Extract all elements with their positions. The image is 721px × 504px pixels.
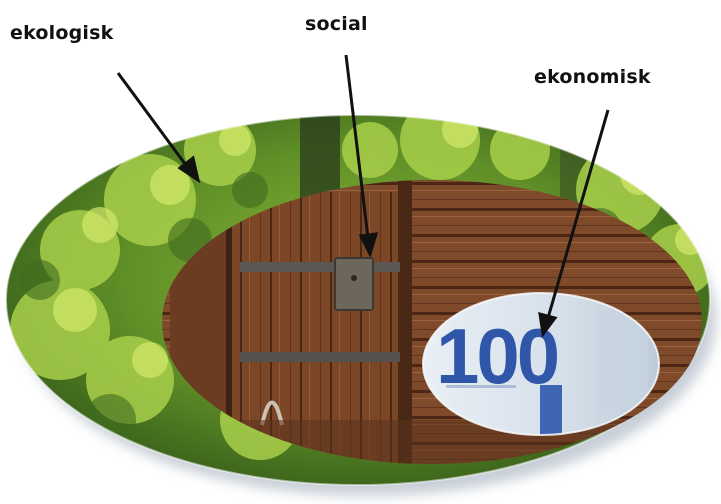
banknote-denomination: 100 [436,312,558,400]
